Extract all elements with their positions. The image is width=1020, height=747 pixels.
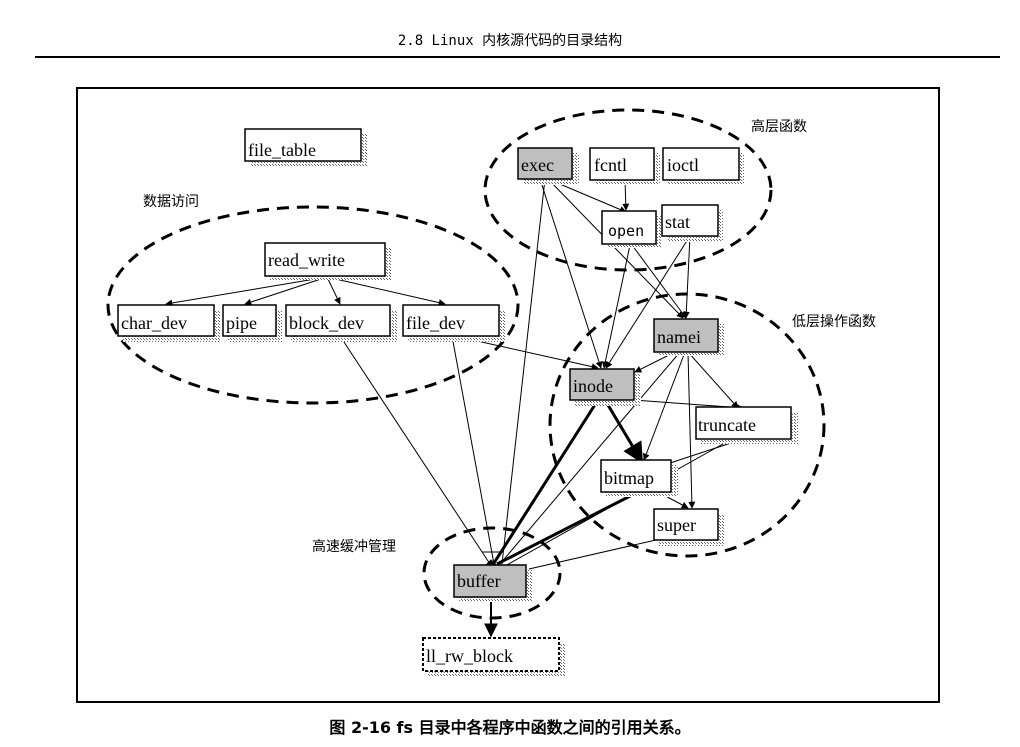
- edge-namei-super: [687, 351, 696, 509]
- node-file_table: file_table: [244, 128, 368, 166]
- node-ll_rw_block: ll_rw_block: [422, 637, 566, 676]
- svg-text:buffer: buffer: [457, 571, 501, 591]
- group-label-low: 低层操作函数: [792, 314, 876, 330]
- node-buffer: buffer: [453, 564, 533, 602]
- svg-text:ioctl: ioctl: [667, 155, 699, 175]
- group-label-buffer: 高速缓冲管理: [312, 538, 396, 555]
- edge-super-buffer: [528, 539, 657, 570]
- figure-caption: 图 2-16 fs 目录中各程序中函数之间的引用关系。: [329, 718, 691, 737]
- svg-text:read_write: read_write: [268, 250, 345, 270]
- edges-thick: [492, 399, 644, 566]
- svg-text:inode: inode: [573, 376, 613, 396]
- node-file_dev: file_dev: [402, 304, 506, 342]
- svg-text:stat: stat: [665, 212, 690, 232]
- node-ioctl: ioctl: [662, 147, 744, 185]
- header-rule: [35, 56, 1000, 58]
- svg-text:pipe: pipe: [226, 313, 257, 333]
- edge-inode-buffer: [492, 399, 600, 564]
- svg-text:file_dev: file_dev: [406, 313, 465, 333]
- svg-text:namei: namei: [657, 327, 701, 347]
- edge-namei-truncate: [687, 351, 739, 409]
- node-pipe: pipe: [222, 304, 282, 342]
- group-label-high: 高层函数: [751, 118, 807, 135]
- edge-file_dev-buffer: [451, 335, 495, 565]
- group-data-ellipse: [106, 205, 520, 405]
- node-truncate: truncate: [695, 406, 798, 444]
- svg-text:block_dev: block_dev: [289, 313, 364, 333]
- node-block_dev: block_dev: [285, 304, 397, 342]
- edge-read_write-pipe: [244, 276, 328, 306]
- node-exec: exec: [517, 147, 579, 185]
- svg-text:file_table: file_table: [248, 140, 316, 160]
- edge-truncate-bitmap: [663, 439, 741, 467]
- edge-inode-bitmap: [603, 399, 644, 464]
- edge-exec-inode: [539, 178, 603, 369]
- edge-stat-namei: [682, 235, 691, 319]
- node-namei: namei: [653, 318, 725, 356]
- svg-text:bitmap: bitmap: [604, 468, 654, 488]
- edge-read_write-file_dev: [326, 276, 446, 307]
- svg-text:super: super: [657, 515, 696, 535]
- edge-namei-bitmap: [642, 351, 686, 461]
- svg-text:ll_rw_block: ll_rw_block: [426, 646, 513, 666]
- node-char_dev: char_dev: [117, 304, 220, 342]
- edge-namei-buffer: [499, 351, 681, 565]
- edge-exec-buffer: [501, 178, 546, 565]
- node-read_write: read_write: [264, 242, 392, 280]
- node-stat: stat: [661, 204, 723, 242]
- edge-stat-inode: [605, 235, 691, 369]
- node-fcntl: fcntl: [589, 147, 660, 185]
- diagram-frame: [76, 87, 940, 703]
- svg-text:char_dev: char_dev: [121, 313, 187, 333]
- group-label-data: 数据访问: [143, 194, 199, 210]
- edge-block_dev-buffer: [339, 335, 491, 565]
- svg-text:fcntl: fcntl: [594, 155, 627, 175]
- group-high-ellipse: [483, 108, 773, 272]
- node-bitmap: bitmap: [600, 459, 678, 497]
- svg-text:open: open: [608, 222, 644, 240]
- edges-thin: [165, 178, 744, 570]
- edge-open-inode: [601, 244, 631, 369]
- edge-open-namei: [631, 244, 687, 319]
- page-header: 2.8 Linux 内核源代码的目录结构: [397, 33, 623, 49]
- node-open: open: [601, 210, 661, 248]
- svg-text:truncate: truncate: [698, 415, 756, 435]
- edge-read_write-char_dev: [165, 276, 328, 307]
- edge-read_write-block_dev: [326, 276, 341, 305]
- node-super: super: [653, 508, 725, 546]
- svg-text:exec: exec: [521, 155, 554, 175]
- node-inode: inode: [569, 368, 641, 406]
- edge-bitmap-buffer: [496, 490, 639, 566]
- edge-exec-namei: [547, 178, 684, 319]
